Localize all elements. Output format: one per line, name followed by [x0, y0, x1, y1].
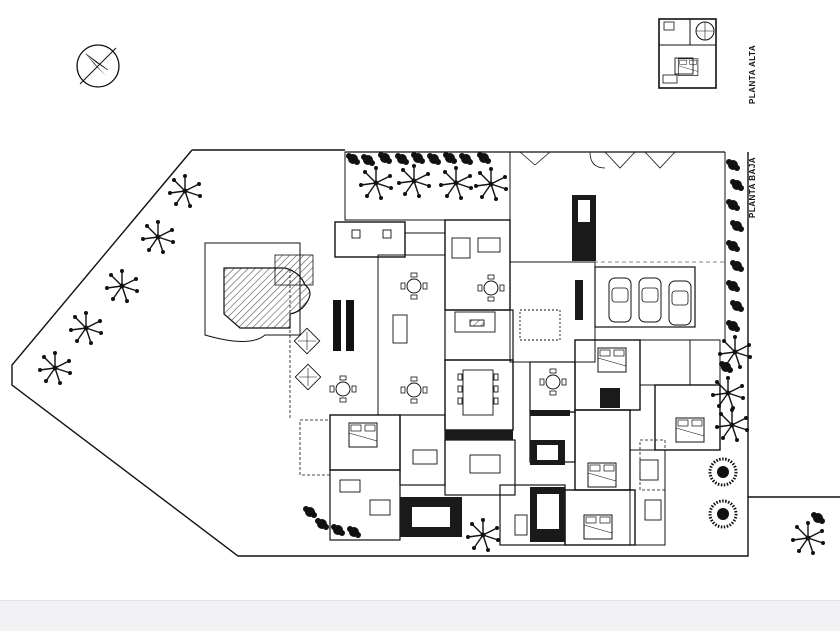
floor-plan-drawing	[11, 18, 840, 557]
garden-shrubs-east	[710, 159, 826, 556]
upper-floor-label: PLANTA ALTA	[748, 44, 757, 104]
solid-elements	[400, 195, 620, 542]
garden-trees-round	[708, 457, 738, 529]
ground-floor-label: PLANTA BAJA	[748, 156, 757, 218]
rectangular-table-icon	[462, 369, 494, 416]
furniture	[339, 229, 705, 540]
garden-trees-north	[346, 152, 509, 202]
garden-trees-west	[37, 173, 203, 386]
pool	[204, 242, 314, 342]
car-icon	[608, 277, 692, 326]
entrance-gates	[519, 151, 676, 169]
site-boundary	[11, 149, 840, 557]
north-arrow-icon	[76, 44, 120, 88]
upper-floor-plan	[658, 18, 717, 89]
building-walls	[299, 151, 726, 546]
bottom-bar	[0, 600, 840, 631]
drawing-sheet: PLANTA ALTA PLANTA BAJA	[11, 18, 840, 557]
sofa-icon	[392, 314, 408, 344]
